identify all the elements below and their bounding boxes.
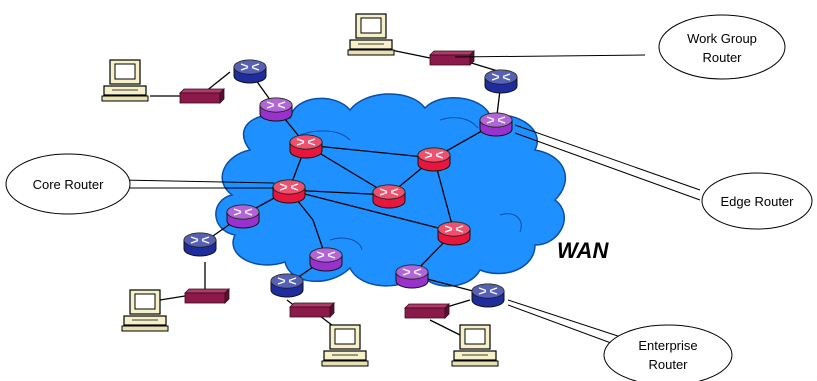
- switch-5: [404, 303, 450, 319]
- switch-4: [289, 302, 335, 318]
- routers: [183, 59, 518, 308]
- callout-work-group: Work Group Router: [454, 14, 786, 80]
- edge-router-3: [226, 204, 260, 229]
- callout-work-group-line2: Router: [702, 50, 742, 65]
- computers: [101, 13, 499, 367]
- callout-core-label: Core Router: [33, 177, 104, 192]
- callout-edge: Edge Router: [514, 124, 813, 230]
- computer-1: [101, 59, 149, 102]
- computer-4: [321, 324, 369, 367]
- switches: [179, 50, 475, 319]
- access-router-4: [270, 273, 304, 298]
- core-router-1: [289, 134, 323, 159]
- edge-router-5: [395, 264, 429, 289]
- core-router-5: [437, 221, 471, 246]
- edge-router-4: [309, 247, 343, 272]
- callout-core: Core Router: [5, 153, 275, 215]
- access-router-1: [233, 59, 267, 84]
- switch-2: [429, 50, 475, 66]
- access-router-3: [183, 232, 217, 257]
- callout-enterprise-line1: Enterprise: [638, 338, 697, 353]
- edge-router-1: [259, 97, 293, 122]
- edge-router-2: [479, 112, 513, 137]
- core-router-4: [417, 147, 451, 172]
- core-router-2: [272, 179, 306, 204]
- callout-edge-label: Edge Router: [721, 194, 795, 209]
- switch-3: [184, 288, 230, 304]
- computer-3: [121, 289, 169, 332]
- callout-enterprise: Enterprise Router: [507, 299, 733, 381]
- switch-1: [179, 88, 225, 104]
- core-router-3: [372, 184, 406, 209]
- access-router-5: [471, 283, 505, 308]
- callout-enterprise-line2: Router: [648, 357, 688, 372]
- access-router-2: [484, 69, 518, 94]
- wan-label: WAN: [557, 238, 609, 263]
- computer-2: [347, 13, 395, 56]
- computer-5: [451, 324, 499, 367]
- callout-work-group-line1: Work Group: [687, 31, 757, 46]
